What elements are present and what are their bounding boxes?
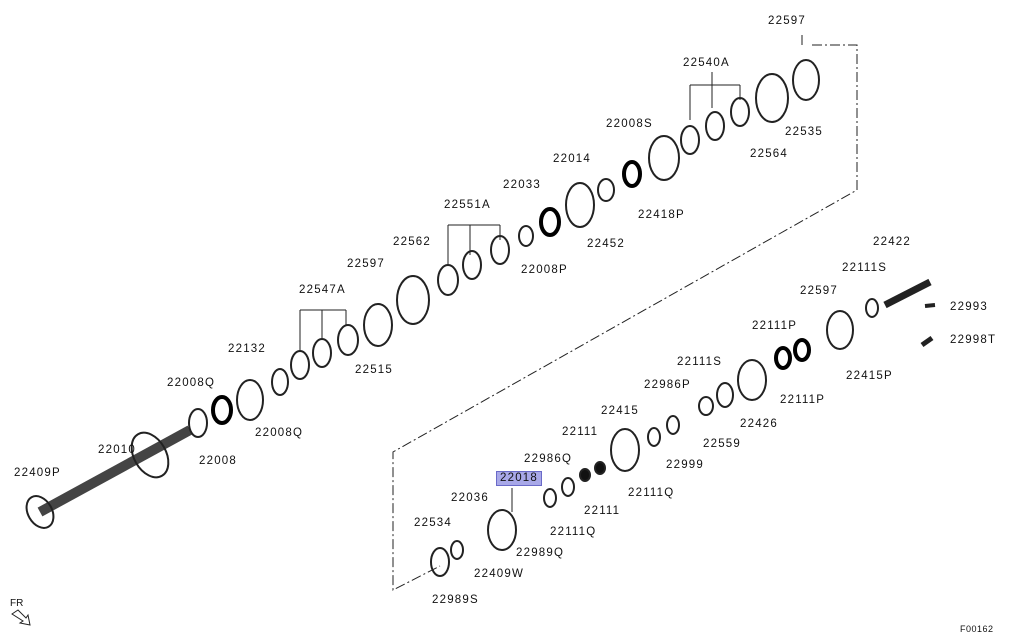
part-label[interactable]: 22540A — [683, 57, 730, 69]
part-label[interactable]: 22008Q — [167, 377, 216, 389]
part-label[interactable]: 22515 — [355, 364, 393, 376]
assembly-outline — [392, 44, 858, 591]
part-label[interactable]: 22111P — [752, 320, 798, 332]
part-label[interactable]: 22111P — [780, 394, 826, 406]
part-label[interactable]: 22008Q — [255, 427, 304, 439]
part-label-highlighted[interactable]: 22018 — [496, 471, 542, 486]
part-label[interactable]: 22111Q — [628, 487, 675, 499]
part-label[interactable]: 22597 — [800, 285, 838, 297]
part-label[interactable]: 22033 — [503, 179, 541, 191]
part-label[interactable]: 22111 — [584, 505, 621, 517]
front-direction-label: FR — [10, 598, 24, 609]
part-label[interactable]: 22010 — [98, 444, 136, 456]
part-label[interactable]: 22547A — [299, 284, 346, 296]
part-label[interactable]: 22597 — [768, 15, 806, 27]
part-label[interactable]: 22551A — [444, 199, 491, 211]
part-label[interactable]: 22993 — [950, 301, 988, 313]
part-label[interactable]: 22452 — [587, 238, 625, 250]
part-label[interactable]: 22426 — [740, 418, 778, 430]
part-label[interactable]: 22559 — [703, 438, 741, 450]
part-label[interactable]: 22597 — [347, 258, 385, 270]
part-label[interactable]: 22014 — [553, 153, 591, 165]
part-label[interactable]: 22999 — [666, 459, 704, 471]
part-label[interactable]: 22008P — [521, 264, 568, 276]
part-label[interactable]: 22562 — [393, 236, 431, 248]
part-label[interactable]: 22008 — [199, 455, 237, 467]
part-label[interactable]: 22998T — [950, 334, 997, 346]
part-label[interactable]: 22535 — [785, 126, 823, 138]
part-label[interactable]: 22111S — [677, 356, 723, 368]
part-label[interactable]: 22409W — [474, 568, 525, 580]
figure-code: F00162 — [960, 624, 994, 634]
part-label[interactable]: 22422 — [873, 236, 911, 248]
part-label[interactable]: 22534 — [414, 517, 452, 529]
part-label[interactable]: 22008S — [606, 118, 653, 130]
part-label[interactable]: 22986P — [644, 379, 691, 391]
part-label[interactable]: 22564 — [750, 148, 788, 160]
part-label[interactable]: 22986Q — [524, 453, 573, 465]
part-label[interactable]: 22989S — [432, 594, 479, 606]
main-shaft — [25, 425, 193, 529]
front-direction-arrow-icon — [11, 609, 31, 626]
part-label[interactable]: 22415 — [601, 405, 639, 417]
part-label[interactable]: 22418P — [638, 209, 685, 221]
part-label[interactable]: 22132 — [228, 343, 266, 355]
part-label[interactable]: 22036 — [451, 492, 489, 504]
part-label[interactable]: 22409P — [14, 467, 61, 479]
part-label[interactable]: 22989Q — [516, 547, 565, 559]
part-label[interactable]: 22111S — [842, 262, 888, 274]
part-label[interactable]: 22415P — [846, 370, 893, 382]
part-label[interactable]: 22111Q — [550, 526, 597, 538]
part-label[interactable]: 22111 — [562, 426, 599, 438]
